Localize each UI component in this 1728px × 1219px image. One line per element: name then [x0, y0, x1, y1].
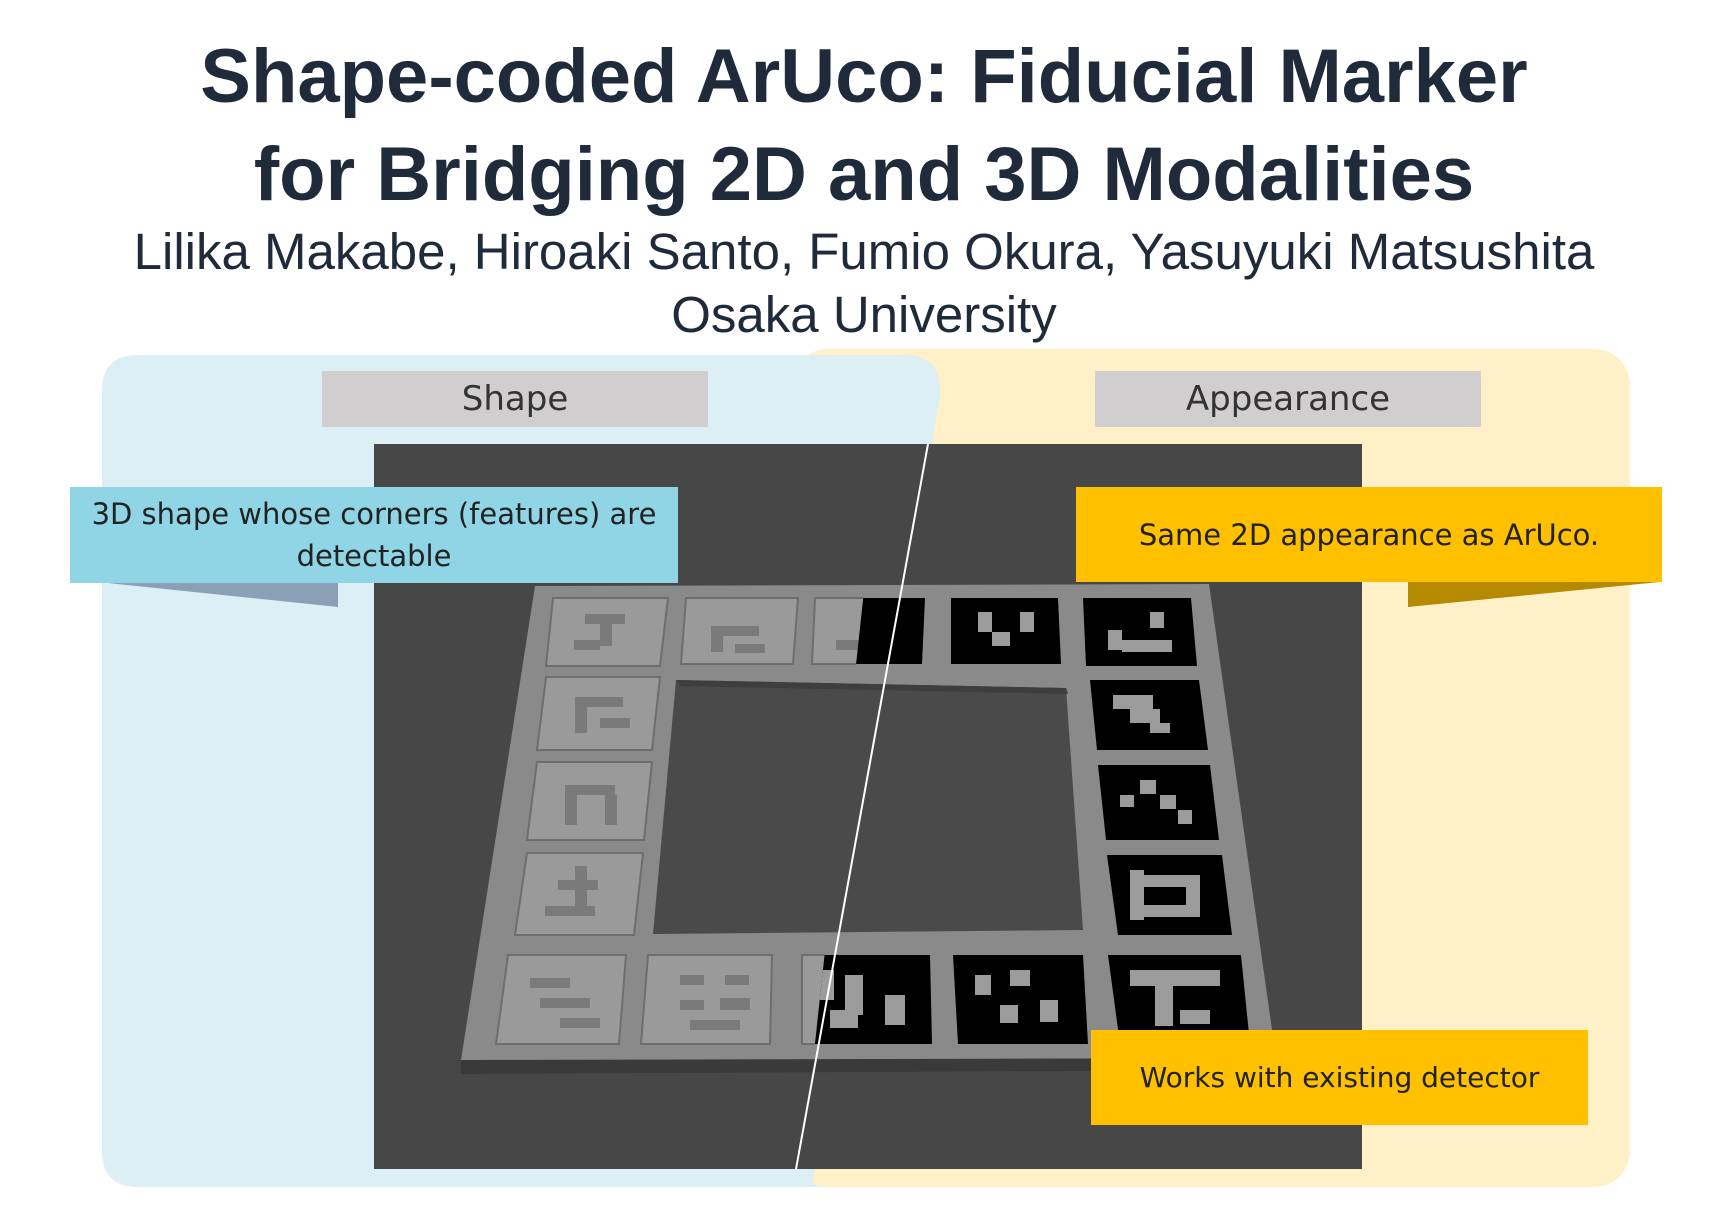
detector-callout: Works with existing detector	[1091, 1030, 1588, 1125]
shape-section-label: Shape	[322, 371, 708, 427]
board-side	[461, 1058, 1276, 1074]
appearance-callout-text: Same 2D appearance as ArUco.	[1138, 517, 1600, 552]
author-list: Lilika Makabe, Hiroaki Santo, Fumio Okur…	[133, 223, 1595, 280]
detector-callout-text: Works with existing detector	[1139, 1061, 1540, 1094]
board-hole	[653, 680, 1083, 934]
shape-callout-text: 3D shape whose corners (features) are de…	[91, 497, 657, 573]
affiliation: Osaka University	[671, 286, 1057, 343]
appearance-section-label: Appearance	[1095, 371, 1481, 427]
hole-edge	[676, 680, 1068, 694]
appearance-callout: Same 2D appearance as ArUco.	[1076, 487, 1662, 582]
appearance-callout-tail	[1408, 582, 1660, 607]
shape-callout-tail	[108, 583, 338, 607]
title-line-2: for Bridging 2D and 3D Modalities	[253, 132, 1475, 217]
split-line	[795, 443, 929, 1170]
marker-board	[461, 584, 1276, 1074]
shape-callout: 3D shape whose corners (features) are de…	[70, 487, 678, 583]
paper-title: Shape-coded ArUco: Fiducial Marker for B…	[0, 28, 1728, 224]
title-line-1: Shape-coded ArUco: Fiducial Marker	[200, 34, 1528, 119]
